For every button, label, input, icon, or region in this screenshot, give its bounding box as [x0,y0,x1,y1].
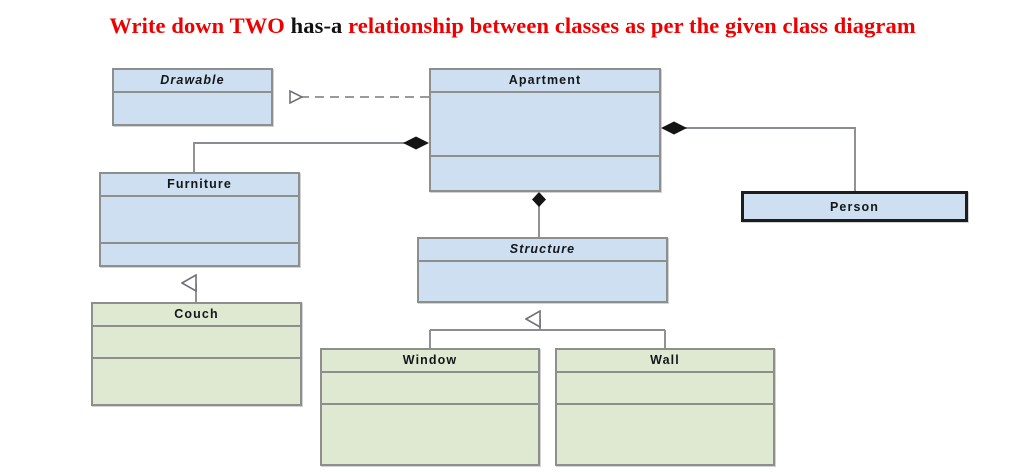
class-name-drawable: Drawable [114,70,271,93]
class-box-window[interactable]: Window [320,348,540,466]
class-operations-furniture [101,244,298,265]
title-segment-3: relationship between classes as per the … [342,13,916,38]
page-title: Write down TWO has-a relationship betwee… [109,13,915,39]
class-box-apartment[interactable]: Apartment [429,68,661,192]
class-name-furniture: Furniture [101,174,298,197]
class-operations-wall [557,405,773,464]
class-operations-window [322,405,538,464]
edge-apartment-has-furniture [193,136,429,172]
composition-diamond-furniture [403,136,429,150]
class-attributes-window [322,373,538,405]
title-segment-1: Write down TWO [109,13,291,38]
edge-apartment-has-structure [532,192,546,237]
class-attributes-structure [419,262,666,301]
edge-window-wall-extends-structure [429,319,666,348]
class-name-apartment: Apartment [431,70,659,93]
question-title-bar: Write down TWO has-a relationship betwee… [0,0,1025,52]
class-name-structure: Structure [419,239,666,262]
class-name-couch: Couch [93,304,300,327]
class-operations-couch [93,359,300,404]
class-box-furniture[interactable]: Furniture [99,172,300,267]
composition-diamond-structure [532,192,546,207]
class-box-couch[interactable]: Couch [91,302,302,406]
composition-diamond-person [661,121,687,135]
class-operations-apartment [431,157,659,190]
class-name-person: Person [830,199,879,214]
class-attributes-couch [93,327,300,359]
class-attributes-apartment [431,93,659,157]
class-name-wall: Wall [557,350,773,373]
class-attributes-furniture [101,197,298,244]
title-segment-2: has-a [290,13,343,38]
class-attributes-drawable [114,93,271,124]
class-name-window: Window [322,350,538,373]
class-box-person[interactable]: Person [741,191,968,222]
class-box-structure[interactable]: Structure [417,237,668,303]
class-box-drawable[interactable]: Drawable [112,68,273,126]
class-attributes-wall [557,373,773,405]
edge-apartment-has-person [661,121,856,191]
class-box-wall[interactable]: Wall [555,348,775,466]
